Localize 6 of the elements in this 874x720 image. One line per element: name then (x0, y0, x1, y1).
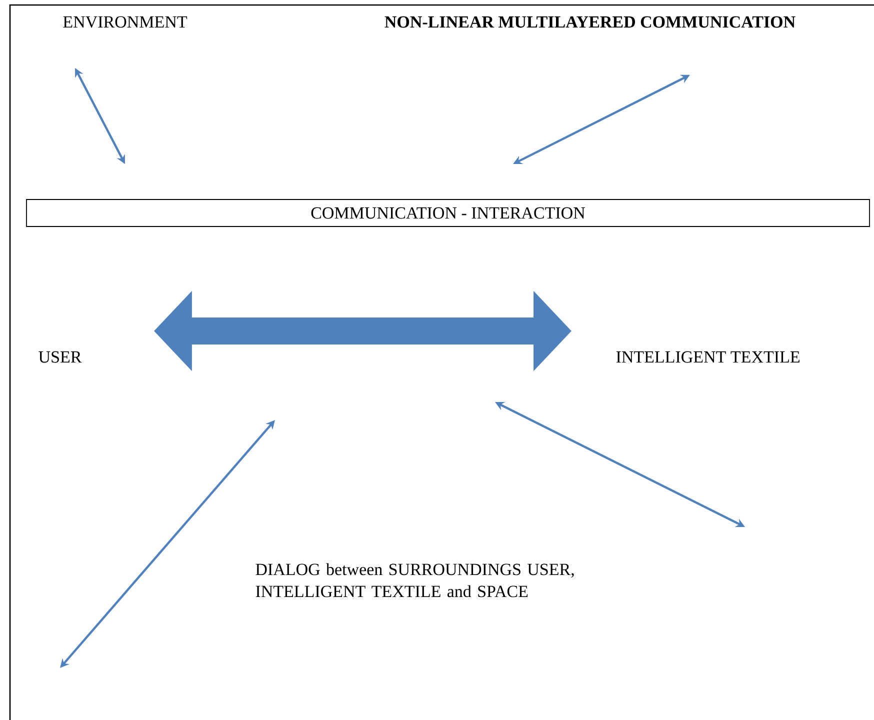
caption-text: DIALOG between SURROUNDINGS USER, INTELLIGENT TEXTILE and SPACE (256, 563, 574, 598)
process-box: COMMUNICATION - INTERACTION (26, 199, 870, 227)
node-label: USER (38, 351, 82, 363)
node-label: INTELLIGENT TEXTILE (616, 351, 800, 363)
node-label: NON-LINEAR MULTILAYERED COMMUNICATION (384, 16, 796, 28)
node-label: ENVIRONMENT (63, 16, 188, 28)
